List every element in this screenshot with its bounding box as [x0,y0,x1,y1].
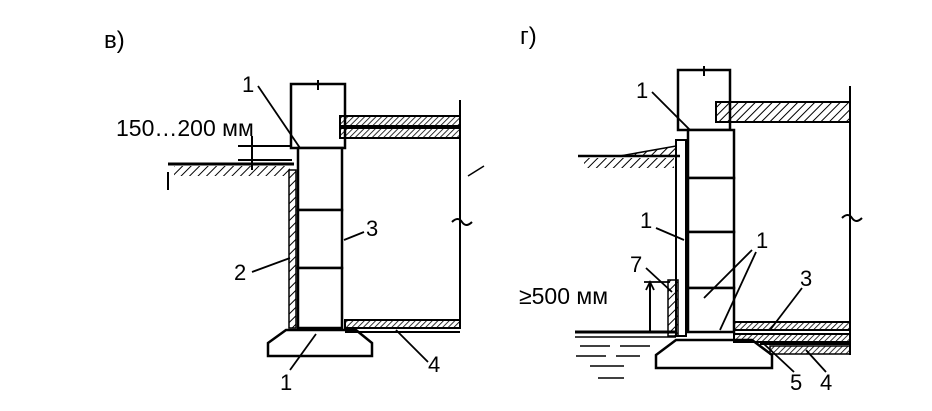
leader-v-4 [395,329,429,363]
break-mark-v [451,218,473,226]
block-1 [296,146,344,212]
block-g-2 [686,176,736,234]
block-g-3 [686,230,736,290]
block-3 [296,266,344,330]
leader-v-1-top [257,85,301,149]
panel-g: г) [519,23,863,395]
callout-g-3: 3 [800,266,812,291]
leader-g-1-mid [655,227,685,241]
blind-area-g [619,145,677,157]
dim-arrow-g [645,279,655,291]
callout-v-2: 2 [234,260,246,285]
wall-upper [289,82,347,150]
leader-v-1-bottom [289,333,317,371]
clay-lock-g [667,279,679,337]
callout-g-5: 5 [790,370,802,395]
floor-slab-g [715,101,851,123]
leader-g-1-right-b [719,251,757,331]
leader-v-3 [343,231,365,241]
panel-v-title: в) [104,27,125,54]
floor-base-hatch-g [769,345,851,355]
floor-lower-g [733,321,851,331]
callout-v-1-bottom: 1 [280,370,292,395]
floor-lower [344,319,461,329]
waterproofing-vertical [288,169,297,329]
callout-g-1-mid: 1 [640,208,652,233]
dim-label-150-200: 150…200 мм [116,115,254,141]
ground-hatch-g [584,158,674,168]
panel-g-title: г) [520,23,537,50]
panel-v: в) 150…200 мм 1 2 3 [104,27,473,395]
leader-g-1-right-a [703,249,753,299]
leader-g-7 [645,267,673,293]
dim-label-500: ≥500 мм [519,283,608,309]
break-mark-g [841,214,863,222]
leader-g-4 [805,349,827,373]
leader-g-1-top [651,91,691,131]
leader-g-3 [769,287,803,331]
leader-v-2 [251,257,291,273]
block-g-1 [686,128,736,180]
callout-g-1-right: 1 [756,228,768,253]
floor-lower-g-2 [733,333,851,343]
block-g-4 [686,286,736,334]
callout-v-3: 3 [366,216,378,241]
scan-mark [467,165,485,177]
callout-g-4: 4 [820,370,832,395]
callout-v-1-top: 1 [242,72,254,97]
block-2 [296,208,344,270]
callout-g-1-top: 1 [636,78,648,103]
floor-slab-upper-2 [339,127,461,139]
leader-g-5 [763,343,795,373]
footing-pad-g [654,338,774,370]
ground-hatch [174,166,290,176]
callout-v-4: 4 [428,352,440,377]
footing-pad [266,328,374,358]
floor-slab-upper [339,115,461,127]
callout-g-7: 7 [630,252,642,277]
